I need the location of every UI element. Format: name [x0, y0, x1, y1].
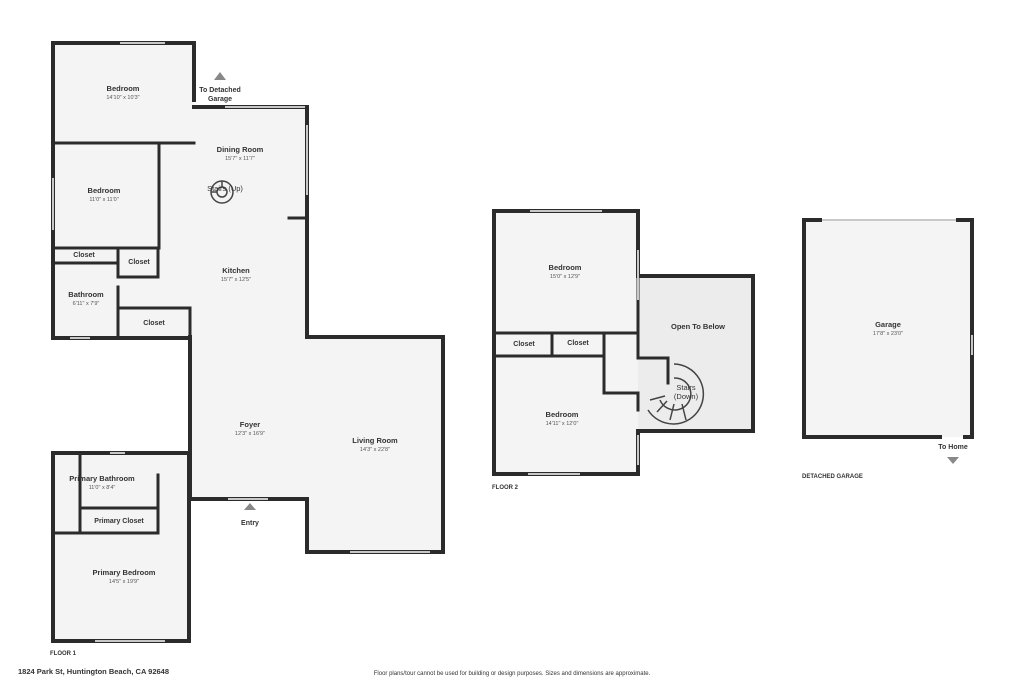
f2-closet-label-2: Closet	[567, 340, 589, 347]
detached-garage-label: DETACHED GARAGE	[802, 474, 863, 480]
room-name-foyer: Foyer	[240, 420, 261, 429]
closet-label-2: Closet	[128, 259, 150, 266]
room-name-f2-bedroom-bottom: Bedroom	[546, 410, 579, 419]
garage-dim: 17'8" x 23'0"	[873, 331, 903, 337]
room-dim-foyer: 12'3" x 16'9"	[235, 431, 265, 437]
closet-label-3: Closet	[143, 320, 165, 327]
room-dim-bedroom-mid: 11'0" x 11'0"	[89, 197, 118, 203]
arrow-up-icon	[214, 72, 226, 80]
room-dim-f2-bedroom-top: 15'0" x 12'9"	[550, 274, 580, 280]
room-name-primary-bed: Primary Bedroom	[93, 568, 156, 577]
room-name-dining: Dining Room	[217, 145, 264, 154]
stairs-up-label: Stairs (Up)	[207, 184, 243, 193]
closet-label-1: Closet	[73, 252, 95, 259]
room-dim-bedroom-top: 14'10" x 10'3"	[106, 95, 139, 101]
stairs-down-label-2: (Down)	[674, 392, 699, 401]
floor-1-label: FLOOR 1	[50, 651, 77, 657]
room-name-primary-bath: Primary Bathroom	[69, 474, 135, 483]
garage-plan	[802, 218, 974, 464]
floor-2-label: FLOOR 2	[492, 485, 519, 491]
room-name-f2-bedroom-top: Bedroom	[549, 263, 582, 272]
room-dim-dining: 15'7" x 11'7"	[225, 156, 255, 162]
room-name-bedroom-mid: Bedroom	[88, 186, 121, 195]
room-dim-bathroom: 6'11" x 7'9"	[73, 301, 100, 307]
stairs-down-label-1: Stairs	[676, 383, 695, 392]
primary-closet-label: Primary Closet	[94, 518, 144, 525]
garage-name: Garage	[875, 320, 901, 329]
room-dim-f2-bedroom-bottom: 14'11" x 12'0"	[546, 421, 579, 427]
entry-label: Entry	[241, 520, 259, 527]
room-name-bedroom-top: Bedroom	[107, 84, 140, 93]
room-dim-kitchen: 15'7" x 12'5"	[221, 277, 251, 283]
address-label: 1824 Park St, Huntington Beach, CA 92648	[18, 667, 169, 676]
room-dim-living: 14'3" x 22'8"	[360, 447, 390, 453]
to-garage-label-2: Garage	[208, 96, 232, 103]
disclaimer-text: Floor plans/tour cannot be used for buil…	[374, 671, 651, 677]
room-name-living: Living Room	[352, 436, 398, 445]
arrow-up-icon	[244, 503, 256, 510]
to-home-label: To Home	[938, 444, 968, 451]
room-name-kitchen: Kitchen	[222, 266, 250, 275]
floor-2-plan	[492, 209, 755, 476]
f2-closet-label-1: Closet	[513, 341, 535, 348]
open-to-below-label: Open To Below	[671, 322, 725, 331]
to-garage-label-1: To Detached	[199, 87, 241, 94]
room-dim-primary-bath: 11'0" x 8'4"	[89, 485, 116, 491]
room-dim-primary-bed: 14'5" x 19'9"	[109, 579, 139, 585]
floor-1-plan	[51, 41, 445, 643]
room-name-bathroom: Bathroom	[68, 290, 104, 299]
arrow-down-icon	[947, 457, 959, 464]
